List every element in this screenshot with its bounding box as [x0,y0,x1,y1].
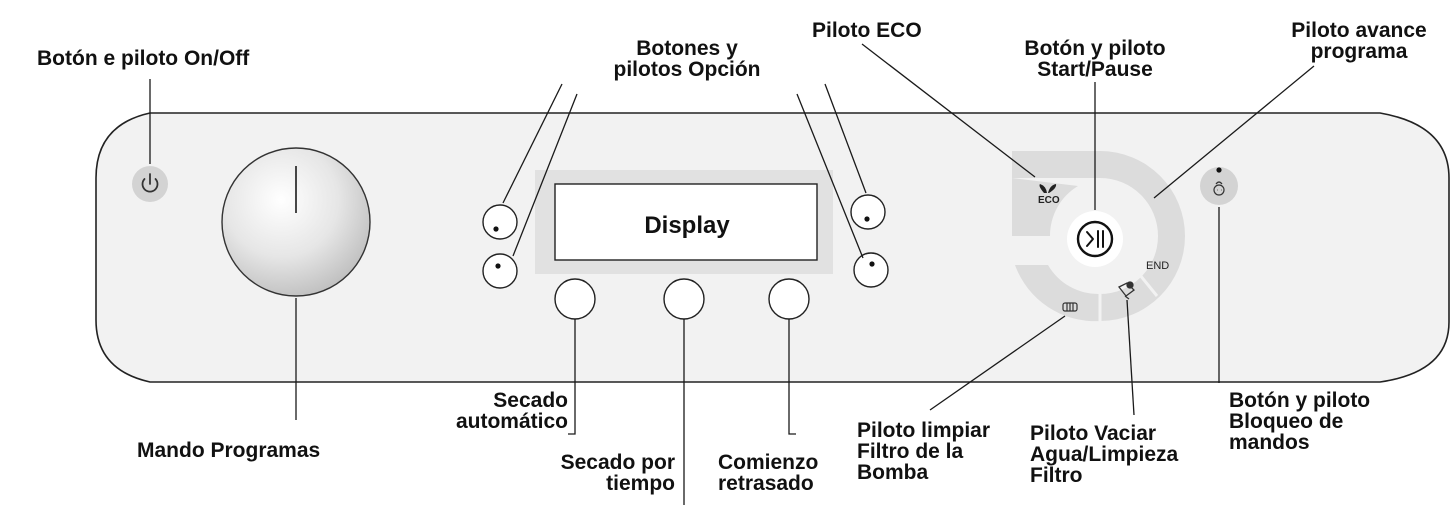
power-icon [141,173,159,193]
label-comienzo-retrasado: Comienzo retrasado [718,451,819,495]
leaf-icon [1039,184,1057,193]
child-lock-button[interactable] [1200,167,1238,205]
play-pause-icon [1086,230,1104,248]
option-button-left-bottom[interactable] [482,253,518,289]
label-secado-automatico: Secado automático [455,389,568,433]
child-lock-icon [1213,181,1225,196]
eco-segment [1012,178,1078,236]
child-lock-led [1216,167,1222,173]
label-vaciar-agua: Piloto Vaciar Agua/Limpieza Filtro [1030,422,1179,487]
option-button-right-top[interactable] [850,194,886,230]
option-button-right-bottom[interactable] [853,252,889,288]
label-start-pause: Botón y piloto Start/Pause [1024,37,1166,81]
secado-tiempo-button[interactable] [663,278,705,320]
end-text: END [1146,260,1170,272]
pump-filter-icon [1062,302,1078,312]
program-knob[interactable] [221,147,371,297]
option-led-left-bottom [495,263,501,269]
leader-lines [149,43,1315,505]
drain-filter-icon [1118,281,1135,300]
display-screen [554,183,818,261]
label-onoff: Botón e piloto On/Off [37,47,250,70]
label-limpiar-filtro: Piloto limpiar Filtro de la Bomba [857,419,991,484]
label-secado-tiempo: Secado por tiempo [560,451,675,495]
label-botones-opcion: Botones y pilotos Opción [613,37,761,81]
start-pause-outer-ring [1076,220,1114,258]
secado-automatico-button[interactable] [554,278,596,320]
label-avance-programa: Piloto avance programa [1291,19,1427,63]
option-led-right-top [864,216,870,222]
label-bloqueo-mandos: Botón y piloto Bloqueo de mandos [1229,389,1371,454]
option-led-right-bottom [869,261,875,267]
start-pause-button[interactable] [1067,211,1123,267]
eco-text: ECO [1038,195,1060,206]
option-button-left-top[interactable] [482,204,518,240]
label-mando-programas: Mando Programas [137,439,321,462]
comienzo-retrasado-button[interactable] [768,278,810,320]
display-label: Display [644,212,730,239]
option-led-left-top [493,226,499,232]
label-piloto-eco: Piloto ECO [812,19,922,42]
